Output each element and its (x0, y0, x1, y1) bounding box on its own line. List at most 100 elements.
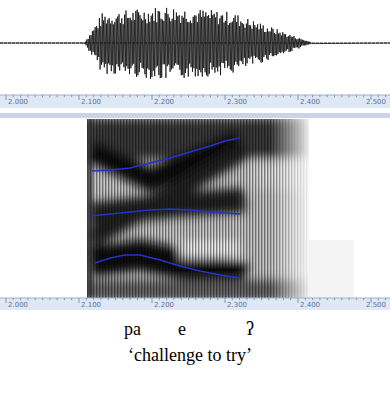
axis-tick (239, 95, 240, 97)
axis-tick (13, 298, 14, 300)
axis-tick (276, 298, 277, 300)
axis-tick (35, 298, 36, 300)
axis-tick (210, 95, 211, 97)
axis-tick (159, 298, 160, 300)
axis-tick (232, 298, 233, 300)
axis-tick (86, 95, 87, 97)
time-tick-label: 2.200 (154, 99, 174, 106)
axis-tick (79, 298, 80, 303)
axis-tick (319, 298, 320, 300)
axis-tick (122, 95, 123, 97)
axis-tick (13, 95, 14, 97)
axis-tick (246, 95, 247, 97)
axis-tick (239, 298, 240, 300)
time-tick-label: 2.100 (81, 99, 101, 106)
axis-tick (356, 298, 357, 300)
axis-tick (188, 298, 189, 300)
time-tick-label: 2.000 (8, 302, 28, 309)
axis-tick (298, 95, 299, 100)
axis-tick (64, 95, 65, 97)
axis-tick (334, 298, 335, 300)
time-tick-label: 2.300 (227, 99, 247, 106)
axis-tick (385, 95, 386, 97)
axis-tick (225, 95, 226, 100)
segment-label: e (178, 320, 186, 338)
axis-tick (319, 95, 320, 97)
time-tick-label: 2.200 (154, 302, 174, 309)
axis-tick (20, 95, 21, 97)
axis-tick (203, 95, 204, 97)
axis-tick (86, 298, 87, 300)
time-tick-label: 2.400 (300, 99, 320, 106)
axis-tick (283, 298, 284, 300)
axis-tick (268, 298, 269, 300)
axis-tick (71, 95, 72, 97)
axis-tick (115, 95, 116, 97)
gloss-text: ‘challenge to try’ (128, 346, 252, 364)
axis-tick (225, 298, 226, 303)
axis-tick (93, 298, 94, 300)
axis-tick (341, 298, 342, 300)
axis-tick (261, 95, 262, 97)
axis-tick (195, 95, 196, 97)
axis-tick (217, 95, 218, 97)
axis-tick (27, 95, 28, 97)
axis-tick (20, 298, 21, 300)
axis-tick (181, 95, 182, 97)
axis-tick (137, 298, 138, 300)
axis-tick (100, 95, 101, 97)
axis-tick (108, 95, 109, 97)
axis-tick (261, 298, 262, 300)
axis-tick (312, 298, 313, 300)
axis-tick (276, 95, 277, 97)
axis-tick (122, 298, 123, 300)
axis-tick (6, 298, 7, 303)
axis-tick (363, 95, 364, 97)
axis-tick (305, 95, 306, 97)
time-tick-label: 2.000 (8, 99, 28, 106)
axis-tick (349, 298, 350, 300)
time-tick-label: 2.500 (366, 302, 386, 309)
axis-tick (93, 95, 94, 97)
axis-tick (100, 298, 101, 300)
time-tick-label: 2.100 (81, 302, 101, 309)
axis-tick (334, 95, 335, 97)
axis-tick (254, 298, 255, 300)
time-tick-label: 2.500 (366, 99, 386, 106)
axis-tick (232, 95, 233, 97)
axis-tick (203, 298, 204, 300)
segment-label: ʔ (246, 320, 254, 338)
axis-tick (166, 298, 167, 300)
axis-tick (290, 95, 291, 97)
axis-tick (42, 95, 43, 97)
axis-tick (71, 298, 72, 300)
axis-tick (195, 298, 196, 300)
axis-tick (312, 95, 313, 97)
axis-tick (341, 95, 342, 97)
axis-tick (6, 95, 7, 100)
axis-tick (305, 298, 306, 300)
axis-tick (152, 298, 153, 303)
axis-tick (173, 95, 174, 97)
axis-tick (173, 298, 174, 300)
axis-tick (166, 95, 167, 97)
axis-tick (268, 95, 269, 97)
axis-tick (327, 95, 328, 97)
axis-tick (327, 298, 328, 300)
axis-tick (298, 298, 299, 303)
time-tick-label: 2.300 (227, 302, 247, 309)
axis-tick (108, 298, 109, 300)
axis-tick (64, 298, 65, 300)
axis-tick (57, 95, 58, 97)
segment-label: pa (124, 320, 141, 338)
axis-tick (181, 298, 182, 300)
axis-tick (49, 298, 50, 300)
axis-tick (378, 298, 379, 300)
axis-tick (188, 95, 189, 97)
axis-tick (349, 95, 350, 97)
axis-tick (356, 95, 357, 97)
axis-tick (363, 298, 364, 300)
axis-tick (254, 95, 255, 97)
